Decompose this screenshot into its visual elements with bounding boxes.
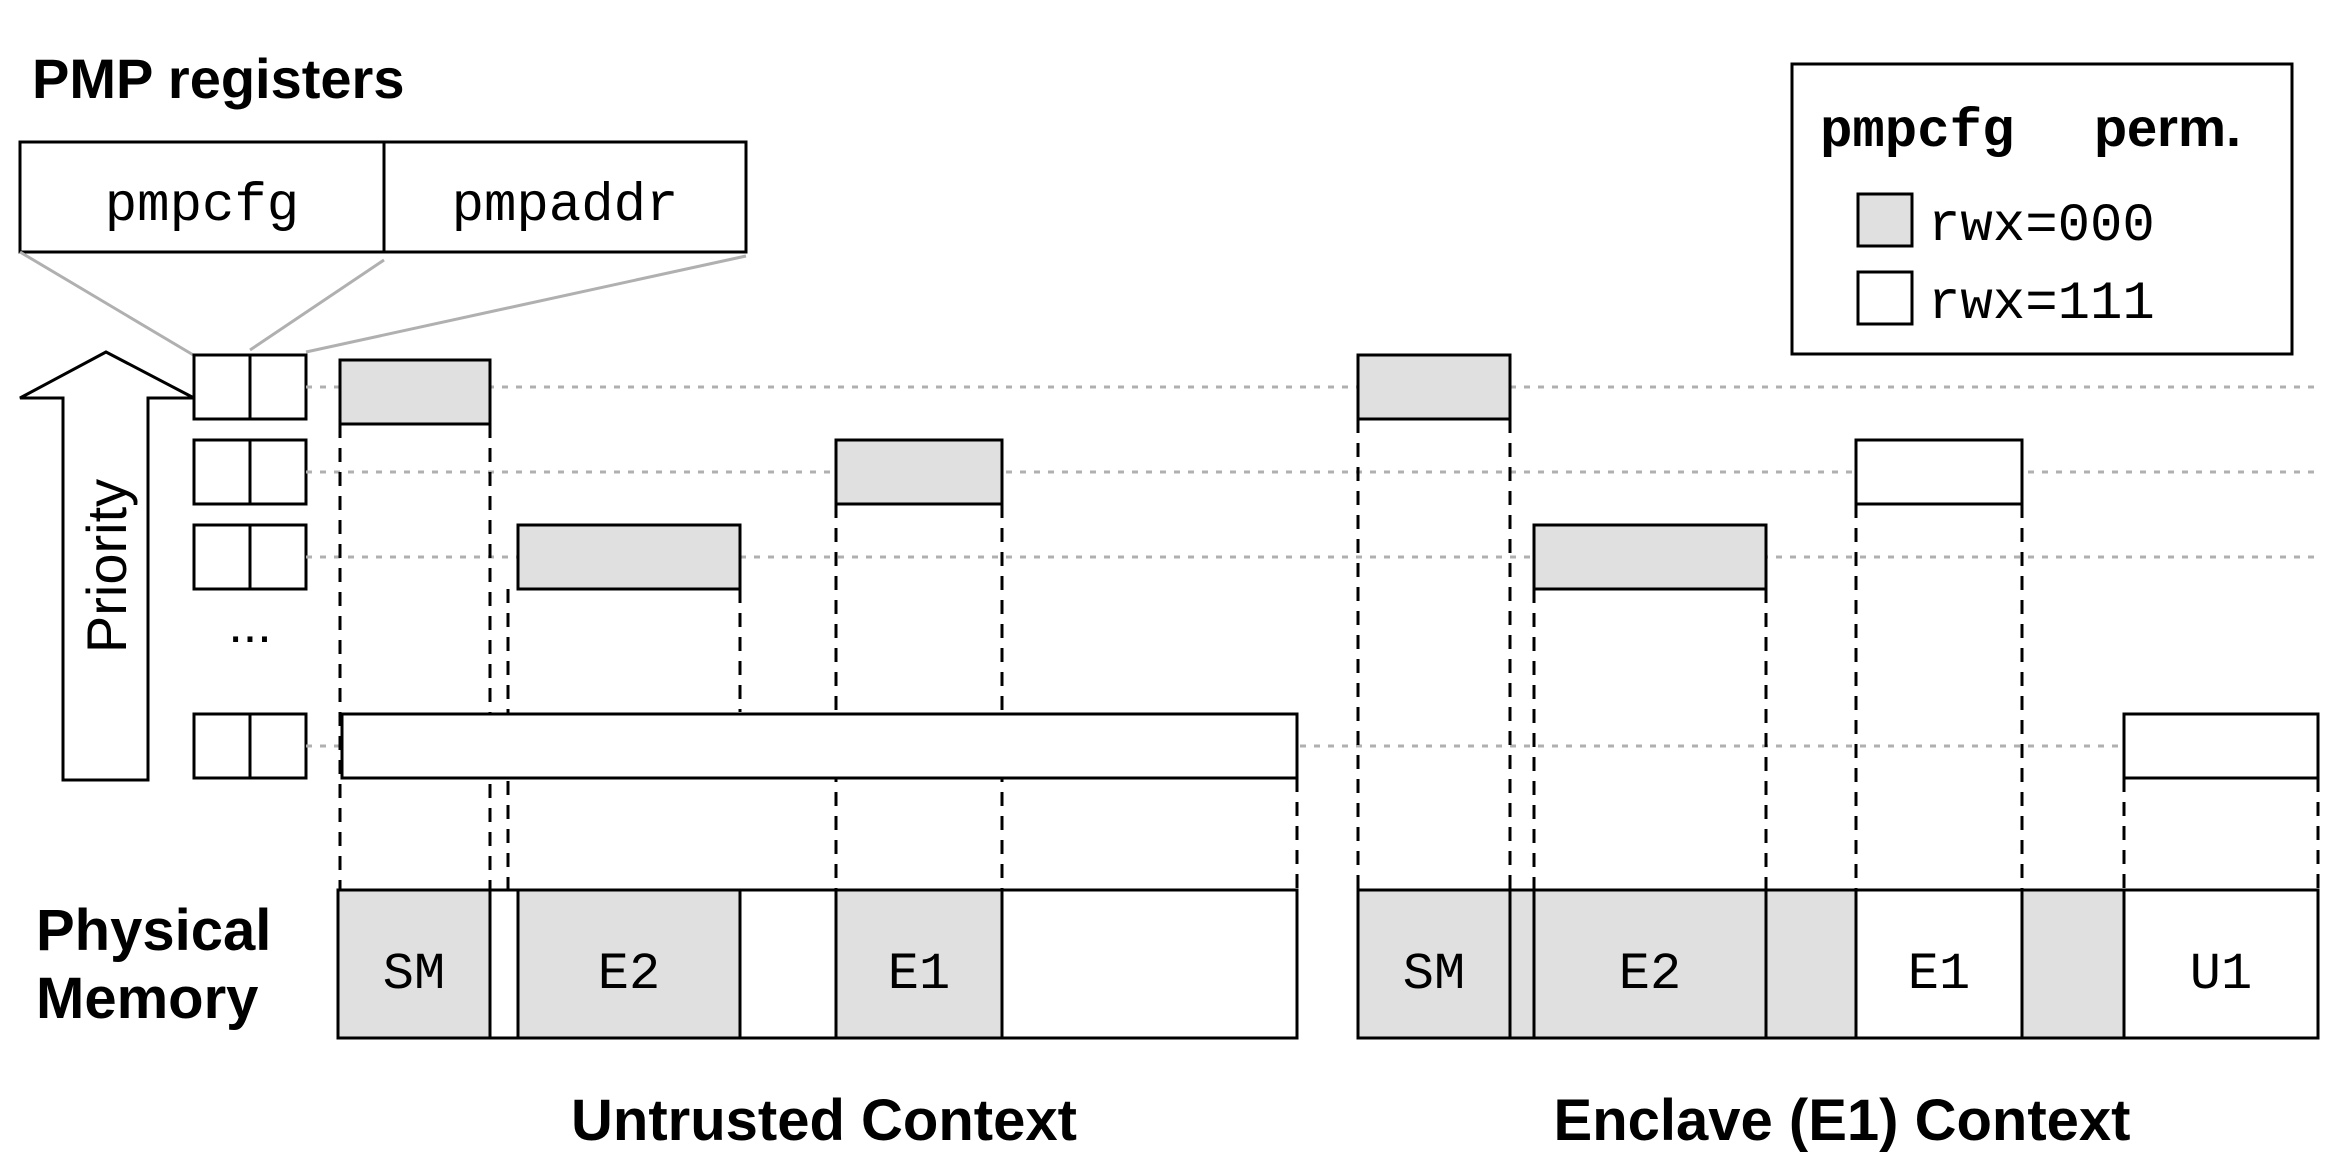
enclave-context-label: Enclave (E1) Context xyxy=(1554,1088,2131,1153)
physical-memory-label-line2: Memory xyxy=(36,966,258,1031)
register-entry xyxy=(192,712,308,780)
memory-label-e2: E2 xyxy=(1619,945,1681,1004)
untrusted-pmp-regions xyxy=(338,358,1299,780)
memory-label-sm: SM xyxy=(383,945,445,1004)
priority-arrow: Priority xyxy=(19,350,195,782)
register-header: pmpcfg pmpaddr xyxy=(18,140,748,254)
pmp-region-allowed xyxy=(340,712,1299,780)
register-entry xyxy=(192,353,308,421)
memory-segment-denied xyxy=(836,890,1002,1038)
memory-label-sm: SM xyxy=(1403,945,1465,1004)
untrusted-context-label: Untrusted Context xyxy=(571,1088,1077,1153)
pmp-region-denied xyxy=(1356,353,1512,421)
priority-label: Priority xyxy=(75,479,138,653)
register-ellipsis: ... xyxy=(228,596,271,654)
zoom-lines xyxy=(19,250,747,358)
memory-label-u1: U1 xyxy=(2190,945,2252,1004)
pmp-region-denied xyxy=(834,438,1004,506)
register-entry xyxy=(192,438,308,506)
legend-swatch-denied xyxy=(1856,192,1914,248)
memory-label-e1: E1 xyxy=(888,945,950,1004)
memory-label-e2: E2 xyxy=(598,945,660,1004)
memory-segment-denied xyxy=(518,890,740,1038)
enclave-memory-bar: SM E2 E1 U1 xyxy=(1356,888,2320,1040)
zoom-line-left xyxy=(19,250,196,358)
memory-label-e1: E1 xyxy=(1908,945,1970,1004)
zoom-line-right xyxy=(305,254,747,354)
pmp-region-allowed xyxy=(2122,712,2320,780)
memory-bar-outline xyxy=(336,888,1299,1040)
legend: pmpcfg perm. rwx=000 rwx=111 xyxy=(1790,62,2294,356)
register-entries: ... xyxy=(192,353,308,780)
pmp-region-denied xyxy=(338,358,492,426)
pmpcfg-field-label: pmpcfg xyxy=(105,176,299,237)
untrusted-memory-bar: SM E2 E1 xyxy=(336,888,1299,1040)
memory-bar-outline xyxy=(1356,888,2320,1040)
legend-label-denied: rwx=000 xyxy=(1928,196,2155,257)
pmp-region-allowed xyxy=(1854,438,2024,506)
legend-label-allowed: rwx=111 xyxy=(1928,274,2155,335)
register-entry xyxy=(192,523,308,591)
memory-segment-allowed xyxy=(2124,890,2318,1038)
memory-segment-allowed xyxy=(1856,890,2022,1038)
pmp-region-denied xyxy=(1532,523,1768,591)
pmpaddr-field-label: pmpaddr xyxy=(452,176,679,237)
memory-segment-denied xyxy=(338,890,490,1038)
diagram-title: PMP registers xyxy=(32,47,404,110)
priority-arrow-shape xyxy=(19,350,195,782)
legend-title-text: perm. xyxy=(2094,98,2241,158)
zoom-line-middle xyxy=(249,258,385,352)
enclave-pmp-regions xyxy=(1356,353,2320,780)
legend-title-code: pmpcfg xyxy=(1820,102,2014,163)
legend-swatch-allowed xyxy=(1856,270,1914,326)
pmp-region-denied xyxy=(516,523,742,591)
physical-memory-label-line1: Physical xyxy=(36,898,271,963)
